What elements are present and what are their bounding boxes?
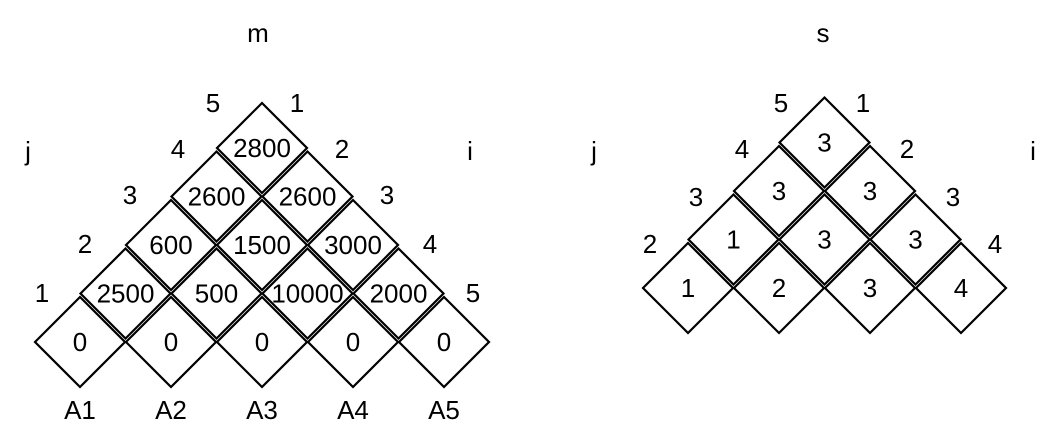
m-cell-value: 2600	[279, 182, 337, 212]
m-cell-value: 0	[255, 327, 269, 357]
i-index-label: 1	[290, 88, 304, 118]
s-cell-value: 1	[681, 273, 695, 303]
s-cell-value: 1	[726, 225, 740, 255]
m-cell-value: 0	[437, 327, 451, 357]
s-cell-value: 3	[908, 225, 922, 255]
m-cell-value: 600	[149, 230, 192, 260]
i-axis-label: i	[467, 136, 473, 166]
s-cell-value: 3	[863, 273, 877, 303]
i-index-label: 2	[900, 134, 914, 164]
m-cell	[260, 149, 355, 244]
m-cell	[306, 198, 400, 292]
i-index-label: 2	[335, 134, 349, 164]
j-index-label: 2	[78, 229, 92, 259]
i-axis-label: i	[1030, 136, 1036, 166]
s-cell-value: 3	[772, 176, 786, 206]
m-cell-value: 0	[346, 327, 360, 357]
s-cell	[914, 241, 1008, 335]
j-index-label: 4	[171, 134, 185, 164]
m-cell-value: 2600	[188, 182, 246, 212]
m-cell-value: 2500	[97, 279, 155, 309]
s-cell	[868, 192, 963, 287]
m-cell	[215, 101, 309, 195]
i-index-label: 1	[856, 88, 870, 118]
matrix-label: A1	[64, 395, 96, 425]
m-cell-value: 3000	[324, 230, 382, 260]
i-index-label: 3	[946, 182, 960, 212]
matrix-label: A5	[428, 395, 460, 425]
i-index-label: 4	[423, 229, 437, 259]
j-index-label: 5	[206, 88, 220, 118]
m-cell-value: 500	[195, 279, 238, 309]
j-axis-label: j	[24, 136, 31, 166]
i-index-label: 3	[380, 180, 394, 210]
s-cell-value: 3	[863, 176, 877, 206]
m-cell	[397, 295, 491, 389]
matrix-label: A4	[337, 395, 369, 425]
m-table-title: m	[247, 18, 269, 48]
j-index-label: 2	[643, 229, 657, 259]
i-index-label: 4	[988, 229, 1002, 259]
s-cell	[823, 144, 917, 238]
m-cell	[351, 246, 446, 341]
m-cell-value: 1500	[233, 230, 291, 260]
m-cell-value: 2800	[233, 133, 291, 163]
m-cell-value: 0	[164, 327, 178, 357]
j-index-label: 5	[774, 88, 788, 118]
s-cell	[777, 95, 872, 190]
s-cell-value: 3	[817, 128, 831, 158]
matrix-label: A3	[246, 395, 278, 425]
matrix-label: A2	[155, 395, 187, 425]
j-index-label: 3	[689, 182, 703, 212]
j-index-label: 4	[735, 134, 749, 164]
j-index-label: 3	[123, 180, 137, 210]
m-cell-value: 2000	[370, 279, 428, 309]
s-table-title: s	[817, 18, 830, 48]
j-axis-label: j	[590, 136, 597, 166]
m-cell-value: 0	[73, 327, 87, 357]
j-index-label: 1	[35, 278, 49, 308]
s-cell-value: 3	[817, 225, 831, 255]
i-index-label: 5	[466, 278, 480, 308]
s-cell-value: 2	[772, 273, 786, 303]
m-table-diagram: 0 0 0 0 0 2500 500 10000 2000 600 1500 3000 2600 2600…	[24, 18, 491, 425]
s-cell-value: 4	[954, 273, 968, 303]
m-cell-value: 10000	[271, 279, 343, 309]
